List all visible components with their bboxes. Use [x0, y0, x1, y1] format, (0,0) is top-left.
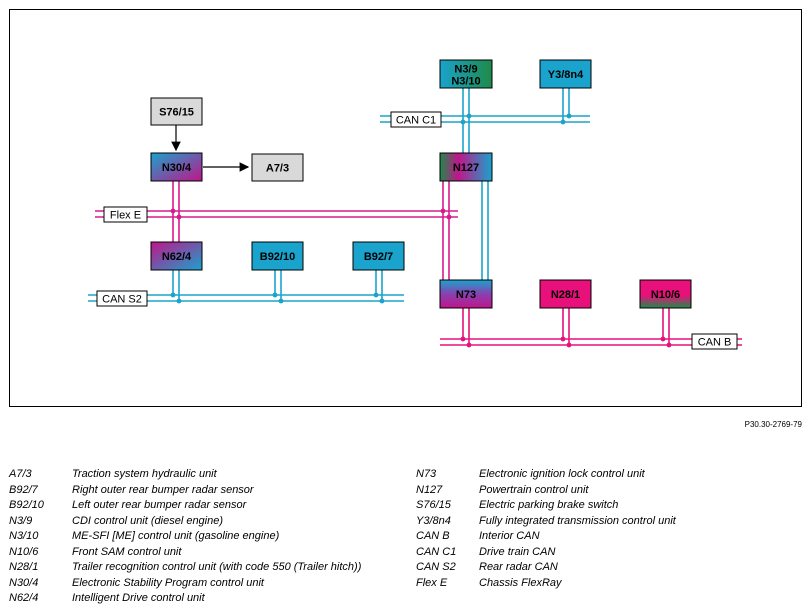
- legend-desc: Rear radar CAN: [479, 561, 558, 573]
- unit-a7-3: A7/3: [251, 153, 304, 182]
- signal-arrows: [171, 125, 250, 172]
- unit-n62-4-label: N62/4: [162, 251, 192, 263]
- unit-n10-6: N10/6: [639, 279, 692, 309]
- legend-desc: Drive train CAN: [479, 545, 556, 558]
- legend-code: N127: [416, 483, 443, 496]
- unit-n30-4-label: N30/4: [162, 162, 192, 174]
- legend-row: N3/9 CDI control unit (diesel engine): [9, 515, 409, 531]
- unit-n30-4: N30/4: [150, 152, 203, 182]
- legend-row: B92/10 Left outer rear bumper radar senso…: [9, 499, 409, 515]
- legend-code: N30/4: [9, 576, 39, 589]
- legend-desc: Interior CAN: [479, 530, 540, 542]
- legend-row: N30/4 Electronic Stability Program contro…: [9, 577, 409, 593]
- unit-s76-15: S76/15: [150, 97, 203, 126]
- legend-desc: Chassis FlexRay: [479, 576, 562, 589]
- unit-y3-8n4: Y3/8n4: [539, 59, 592, 89]
- can-b-tag: CAN B: [691, 333, 738, 350]
- unit-n3-9-label: N3/9: [454, 64, 477, 76]
- legend-code: S76/15: [416, 499, 451, 511]
- unit-n3-10-label: N3/10: [451, 76, 480, 88]
- legend-desc: Front SAM control unit: [72, 545, 182, 558]
- legend-code: Y3/8n4: [416, 514, 451, 527]
- legend-desc: CDI control unit (diesel engine): [72, 514, 224, 527]
- legend-row: CAN S2 Rear radar CAN: [416, 561, 806, 577]
- legend-row: Flex E Chassis FlexRay: [416, 577, 806, 593]
- legend-desc: Traction system hydraulic unit: [72, 468, 217, 480]
- legend-row: Y3/8n4 Fully integrated transmission cont…: [416, 515, 806, 531]
- legend-row: A7/3 Traction system hydraulic unit: [9, 468, 409, 484]
- unit-b92-7: B92/7: [352, 241, 405, 271]
- figure-reference: P30.30-2769-79: [744, 420, 802, 429]
- legend-desc: Right outer rear bumper radar sensor: [72, 483, 254, 496]
- legend-row: N28/1 Trailer recognition control unit (w…: [9, 561, 409, 577]
- unit-n10-6-label: N10/6: [651, 289, 680, 301]
- legend-code: A7/3: [9, 468, 32, 480]
- can-b-label: CAN B: [698, 337, 732, 349]
- legend-code: Flex E: [416, 576, 448, 589]
- legend-row: N127 Powertrain control unit: [416, 484, 806, 500]
- can-s2-tag: CAN S2: [96, 290, 148, 307]
- legend-desc: Fully integrated transmission control un…: [479, 514, 676, 527]
- unit-s76-15-label: S76/15: [159, 107, 194, 119]
- legend-desc: Electric parking brake switch: [479, 499, 619, 511]
- legend-desc: Trailer recognition control unit (with c…: [72, 561, 362, 573]
- legend-code: N62/4: [9, 592, 39, 604]
- legend-code: CAN S2: [416, 561, 456, 573]
- legend-row: N10/6 Front SAM control unit: [9, 546, 409, 562]
- legend-row: CAN B Interior CAN: [416, 530, 806, 546]
- can-c1-label: CAN C1: [396, 115, 436, 127]
- legend-code: B92/7: [9, 483, 38, 496]
- flex-e-bus: [95, 181, 458, 280]
- legend-desc: Electronic Stability Program control uni…: [72, 576, 264, 589]
- unit-n28-1-label: N28/1: [551, 289, 580, 301]
- legend-row: S76/15 Electric parking brake switch: [416, 499, 806, 515]
- can-s2-label: CAN S2: [102, 294, 142, 306]
- legend-code: N28/1: [9, 561, 39, 573]
- unit-n3-9-n3-10: N3/9 N3/10: [439, 59, 493, 89]
- legend-code: N10/6: [9, 545, 39, 558]
- legend-desc: Powertrain control unit: [479, 483, 589, 496]
- legend-code: N73: [416, 468, 437, 480]
- unit-y3-8n4-label: Y3/8n4: [548, 69, 584, 81]
- unit-b92-10-label: B92/10: [260, 251, 295, 263]
- unit-n127: N127: [439, 152, 493, 182]
- legend-desc: Electronic ignition lock control unit: [479, 468, 645, 480]
- legend-code: CAN B: [416, 530, 450, 542]
- unit-n28-1: N28/1: [539, 279, 592, 309]
- legend-row: B92/7 Right outer rear bumper radar senso…: [9, 484, 409, 500]
- unit-n73-label: N73: [456, 289, 476, 301]
- flex-e-label: Flex E: [110, 210, 141, 222]
- diagram-frame: [9, 9, 802, 407]
- legend-desc: ME-SFI [ME] control unit (gasoline engin…: [72, 530, 280, 542]
- legend-code: N3/9: [9, 514, 33, 527]
- flex-e-tag: Flex E: [103, 206, 148, 223]
- legend-code: N3/10: [9, 530, 39, 542]
- unit-n127-label: N127: [453, 162, 479, 174]
- legend-desc: Left outer rear bumper radar sensor: [72, 499, 247, 511]
- legend-row: N73 Electronic ignition lock control unit: [416, 468, 806, 484]
- unit-b92-10: B92/10: [251, 241, 304, 271]
- legend-code: B92/10: [9, 499, 44, 511]
- unit-n73: N73: [439, 279, 493, 309]
- unit-a7-3-label: A7/3: [266, 163, 289, 175]
- legend-code: CAN C1: [416, 545, 457, 558]
- legend-left: A7/3 Traction system hydraulic unit B92/7…: [9, 468, 409, 608]
- can-c1-tag: CAN C1: [390, 111, 442, 128]
- unit-n62-4: N62/4: [150, 241, 203, 271]
- legend-row: N62/4 Intelligent Drive control unit: [9, 592, 409, 608]
- legend-desc: Intelligent Drive control unit: [72, 592, 205, 604]
- legend-right: N73 Electronic ignition lock control unit…: [416, 468, 806, 592]
- unit-b92-7-label: B92/7: [364, 251, 393, 263]
- legend-row: CAN C1 Drive train CAN: [416, 546, 806, 562]
- can-s2-bus: [88, 270, 404, 304]
- legend-row: N3/10 ME-SFI [ME] control unit (gasoline …: [9, 530, 409, 546]
